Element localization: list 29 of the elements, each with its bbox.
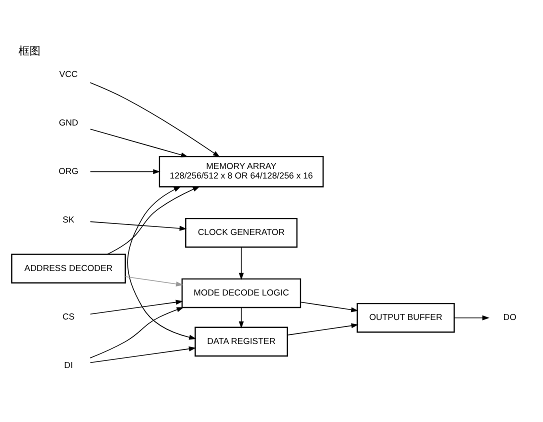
arrow (90, 346, 196, 363)
node-box: DATA REGISTER (194, 326, 288, 357)
node-text: DO (503, 312, 516, 322)
node-text: ORG (58, 166, 78, 176)
node-text: DI (64, 360, 73, 370)
node-box: ADDRESS DECODER (11, 254, 126, 284)
arrow (90, 169, 160, 174)
diagram-title: 框图 (18, 45, 41, 58)
arrow (238, 307, 244, 328)
node-text: CS (62, 311, 75, 322)
node-box: MEMORY ARRAY 128/256/512 x 8 OR 64/128/256 x 16 (158, 156, 324, 188)
node-box: OUTPUT BUFFER (356, 302, 455, 333)
arrow (90, 221, 187, 231)
node-text: SK (62, 214, 74, 224)
arrow (90, 307, 184, 358)
node-box: CLOCK GENERATOR (185, 218, 298, 248)
arrow (127, 186, 196, 340)
arrow (107, 186, 200, 255)
arrow (124, 276, 184, 286)
arrow (90, 82, 220, 158)
arrow (287, 323, 358, 336)
node-text: GND (58, 117, 78, 128)
arrow (300, 302, 358, 312)
node-text: VCC (59, 68, 78, 79)
node-box: MODE DECODE LOGIC (182, 278, 302, 308)
arrow (90, 128, 188, 158)
arrow (90, 300, 183, 315)
arrow (454, 315, 490, 320)
arrow (238, 246, 244, 280)
